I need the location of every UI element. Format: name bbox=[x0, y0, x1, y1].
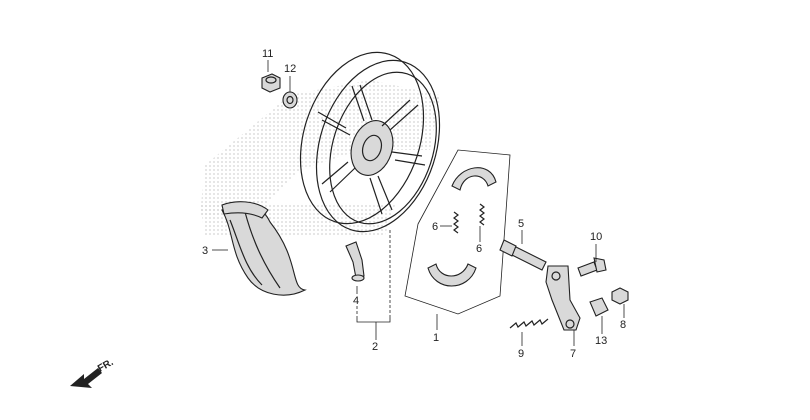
callout-2: 2 bbox=[372, 341, 378, 353]
brake-shoe-upper bbox=[451, 167, 497, 191]
callout-12: 12 bbox=[284, 63, 296, 75]
nut-8 bbox=[611, 287, 629, 305]
callout-1: 1 bbox=[433, 332, 439, 344]
tire bbox=[221, 201, 307, 296]
callouts: 11 12 3 4 2 6 6 1 5 10 8 9 7 13 bbox=[202, 48, 626, 360]
nut-11 bbox=[261, 73, 281, 93]
brake-arm bbox=[545, 265, 581, 331]
callout-9: 9 bbox=[518, 348, 524, 360]
callout-3: 3 bbox=[202, 245, 208, 257]
front-direction-arrow: FR. bbox=[70, 357, 116, 388]
callout-8: 8 bbox=[620, 319, 626, 331]
callout-10: 10 bbox=[590, 231, 602, 243]
valve-stem bbox=[345, 241, 365, 282]
leader-lines bbox=[212, 60, 625, 346]
return-spring bbox=[509, 318, 549, 329]
collar-13 bbox=[589, 297, 609, 317]
washer-12 bbox=[282, 91, 298, 109]
brake-spring-left bbox=[453, 211, 459, 234]
rear-wheel-rim bbox=[299, 51, 441, 233]
callout-11: 11 bbox=[262, 48, 273, 60]
brake-cam bbox=[499, 239, 547, 271]
arrow-icon bbox=[70, 368, 102, 388]
callout-6-right: 6 bbox=[476, 243, 482, 255]
callout-5: 5 bbox=[518, 218, 524, 230]
callout-13: 13 bbox=[595, 335, 607, 347]
callout-6-left: 6 bbox=[432, 221, 438, 233]
callout-7: 7 bbox=[570, 348, 576, 360]
brake-spring-right bbox=[479, 203, 485, 226]
direction-label: FR. bbox=[96, 357, 116, 375]
brake-shoe-lower bbox=[427, 263, 477, 287]
callout-4: 4 bbox=[353, 295, 359, 307]
brake-shoe-box bbox=[404, 149, 511, 315]
bolt-10 bbox=[577, 257, 607, 277]
